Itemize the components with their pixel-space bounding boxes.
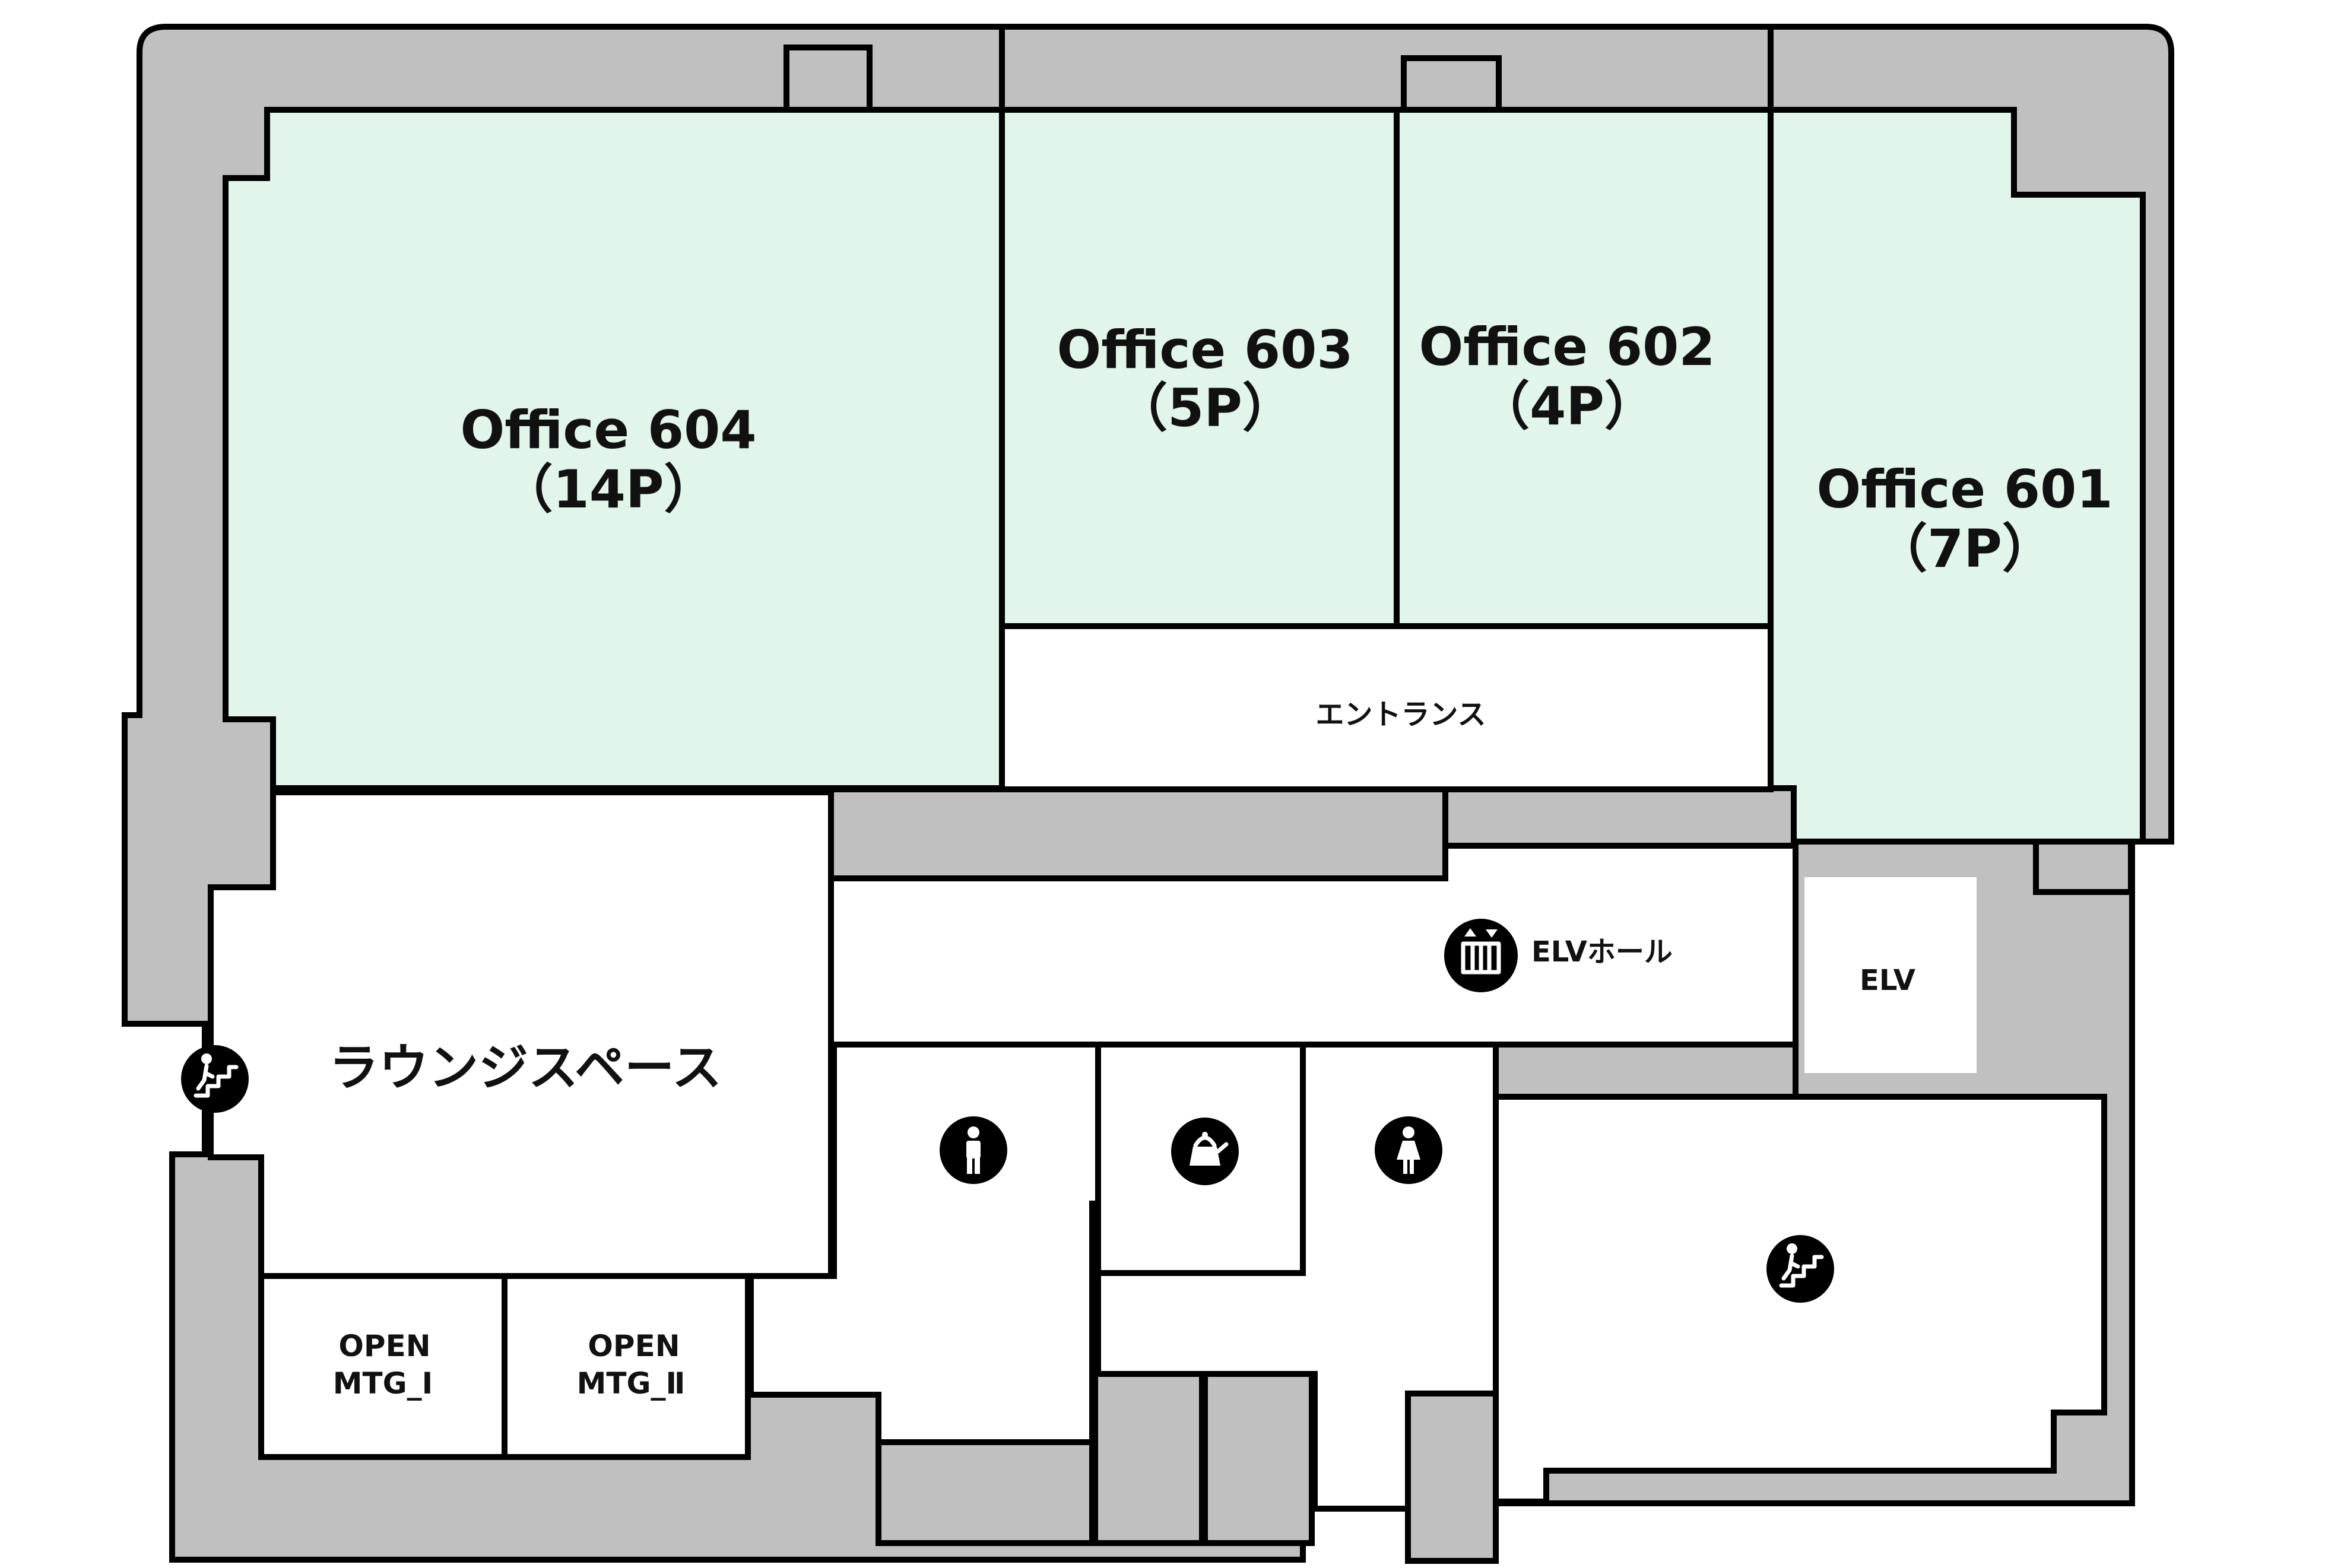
elevator-room[interactable] <box>1804 877 1977 1073</box>
elevator-label: ELV <box>1860 964 1915 997</box>
open-mtg-2-label-line1: OPEN <box>588 1329 680 1363</box>
entrance-label: エントランス <box>1315 698 1486 731</box>
male-restroom-icon <box>940 1116 1007 1184</box>
lounge-room[interactable] <box>208 789 834 1279</box>
office-601-room[interactable] <box>1768 107 2146 845</box>
office-602-capacity: （4P） <box>1477 376 1657 437</box>
elevator-hall-label: ELVホール <box>1531 935 1673 969</box>
office-603-capacity: （5P） <box>1115 377 1295 439</box>
shaft-box-1 <box>876 1439 1095 1546</box>
shaft-box-3 <box>1202 1371 1315 1546</box>
lounge-label: ラウンジスペース <box>329 1039 722 1097</box>
open-mtg-1-label-line1: OPEN <box>338 1329 430 1363</box>
open-mtg-2-label-line2: MTG_Ⅱ <box>577 1366 686 1401</box>
elevator-icon <box>1444 919 1518 992</box>
shaft-box-4 <box>1405 1391 1499 1564</box>
shaft-box-2 <box>1092 1371 1205 1546</box>
stairs-icon <box>1766 1235 1834 1303</box>
office-601-capacity: （7P） <box>1875 518 2054 579</box>
corridor-wall-block <box>828 786 1448 881</box>
female-restroom-icon <box>1375 1116 1442 1184</box>
open-mtg-1-label-line2: MTG_Ⅰ <box>333 1366 433 1401</box>
office-603-name: Office 603 <box>1057 319 1353 380</box>
office-604-name: Office 604 <box>460 399 756 461</box>
office-602-room[interactable] <box>1394 107 1774 629</box>
office-601-name: Office 601 <box>1816 459 2113 520</box>
kettle-icon <box>1171 1118 1239 1185</box>
stairs-icon <box>181 1045 249 1113</box>
office-602-name: Office 602 <box>1419 316 1715 377</box>
entrance-room[interactable] <box>999 623 1774 792</box>
office-604-capacity: （14P） <box>501 459 716 520</box>
open-mtg-2-room[interactable] <box>502 1273 751 1460</box>
